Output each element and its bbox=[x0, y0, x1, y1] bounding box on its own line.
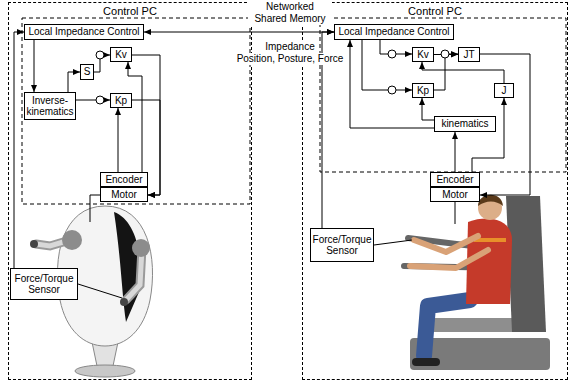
leader-line bbox=[78, 284, 122, 298]
block-box: JT bbox=[458, 47, 480, 62]
block-box: Force/Torque Sensor bbox=[10, 268, 78, 300]
box-label: Kp bbox=[115, 95, 127, 107]
box-label: Kv bbox=[417, 49, 429, 61]
signal-connector bbox=[455, 132, 456, 172]
panel-title: Control PC bbox=[303, 5, 567, 18]
box-label: Force/Torque Sensor bbox=[11, 273, 77, 296]
block-box: Encoder bbox=[430, 172, 480, 187]
operator-figure bbox=[404, 195, 550, 370]
summing-junction bbox=[96, 51, 104, 59]
inner-dashed-frame bbox=[22, 18, 250, 204]
block-box: Kv bbox=[110, 47, 132, 62]
block-box: Motor bbox=[430, 187, 480, 202]
signal-connector bbox=[34, 40, 35, 92]
signal-connector bbox=[472, 98, 504, 172]
box-label: kinematics bbox=[441, 118, 488, 130]
block-box: S bbox=[80, 64, 94, 80]
block-box: kinematics bbox=[434, 116, 496, 132]
control-pc-panel: Control PC Local Impedance ControlInverse… bbox=[8, 2, 252, 380]
box-label: Local Impedance Control bbox=[28, 26, 139, 38]
signal-connector bbox=[118, 108, 119, 172]
block-box: Local Impedance Control bbox=[24, 24, 144, 40]
leader-line bbox=[455, 202, 456, 224]
block-box: Encoder bbox=[100, 172, 148, 187]
block-box: Force/Torque Sensor bbox=[310, 228, 374, 262]
block-box: J bbox=[494, 83, 514, 98]
signal-connector bbox=[14, 32, 24, 268]
box-label: Encoder bbox=[105, 174, 142, 186]
leader-line bbox=[374, 240, 412, 245]
box-label: Force/Torque Sensor bbox=[311, 234, 373, 257]
box-label: Kp bbox=[417, 85, 429, 97]
box-label: Motor bbox=[111, 189, 137, 201]
signal-connector bbox=[434, 54, 458, 90]
box-label: Encoder bbox=[436, 174, 473, 186]
signal-connector bbox=[128, 62, 142, 172]
box-label: Kv bbox=[115, 49, 127, 61]
signal-connector bbox=[380, 40, 412, 54]
summing-junction bbox=[96, 96, 104, 104]
signal-connector bbox=[350, 40, 434, 128]
summing-junction bbox=[441, 50, 449, 58]
signal-connector bbox=[68, 72, 80, 92]
signal-connector bbox=[422, 98, 434, 120]
block-box: Local Impedance Control bbox=[334, 24, 454, 40]
inner-dashed-frame bbox=[320, 18, 566, 172]
block-box: Kv bbox=[412, 47, 434, 62]
annotation-label: Networked Shared Memory bbox=[248, 1, 332, 25]
box-label: S bbox=[84, 66, 91, 78]
summing-junction bbox=[388, 50, 396, 58]
box-label: Local Impedance Control bbox=[338, 26, 449, 38]
block-box: Kp bbox=[412, 83, 434, 98]
box-label: JT bbox=[463, 49, 474, 61]
signal-connector bbox=[422, 62, 504, 83]
block-box: Motor bbox=[100, 187, 148, 202]
signal-connector bbox=[144, 32, 334, 33]
annotation-label: Position, Posture, Force bbox=[236, 53, 345, 65]
leader-line bbox=[90, 195, 100, 222]
signal-connector bbox=[362, 40, 412, 90]
panel-title: Control PC bbox=[9, 5, 251, 18]
block-box: Kp bbox=[110, 93, 132, 108]
box-label: J bbox=[502, 85, 507, 97]
annotation-label: Impedance bbox=[264, 41, 315, 53]
block-box: Inverse- kinematics bbox=[24, 92, 76, 120]
summing-junction bbox=[388, 86, 396, 94]
signal-connector bbox=[76, 100, 110, 101]
box-label: Inverse- kinematics bbox=[25, 95, 75, 118]
box-label: Motor bbox=[442, 189, 468, 201]
